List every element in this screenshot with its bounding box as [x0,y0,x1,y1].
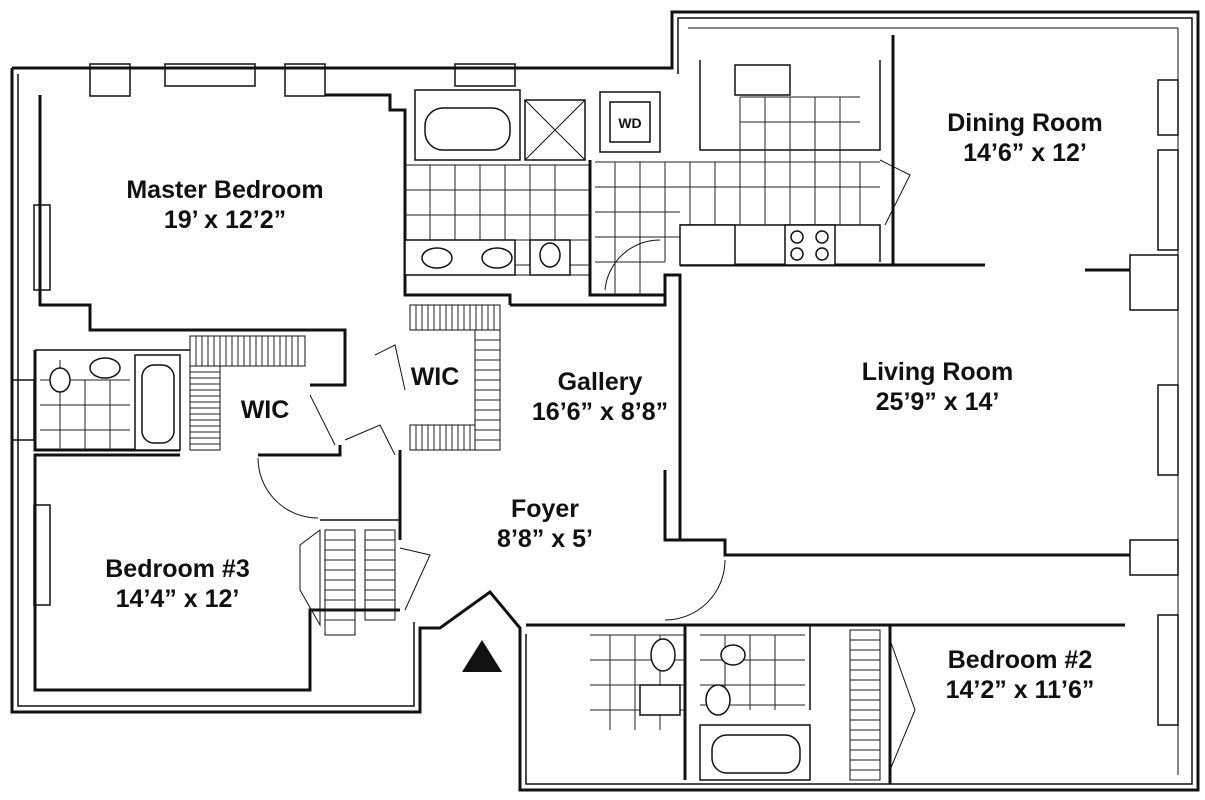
bedroom3-size: 14’4” x 12’ [115,585,240,613]
doors [257,159,916,771]
master-bedroom-label: Master Bedroom 19’ x 12’2” [100,175,350,235]
entrance-triangle-icon [462,640,502,672]
master-bedroom-name: Master Bedroom [126,176,324,204]
dining-room-label: Dining Room 14’6” x 12’ [920,108,1130,168]
bedroom3-label: Bedroom #3 14’4” x 12’ [75,554,280,614]
master-bedroom-size: 19’ x 12’2” [163,206,287,234]
bedroom2-name: Bedroom #2 [947,646,1093,674]
gallery-label: Gallery 16’6” x 8’8” [505,367,695,427]
closet-racks [189,304,881,781]
washer-dryer-label: WD [618,115,642,131]
foyer-name: Foyer [510,495,580,523]
living-room-name: Living Room [861,358,1014,386]
gallery-name: Gallery [557,368,643,396]
foyer-size: 8’8” x 5’ [497,525,593,553]
bedroom2-label: Bedroom #2 14’2” x 11’6” [920,645,1120,705]
wic-center-label: WIC [410,363,460,391]
bedroom2-size: 14’2” x 11’6” [945,676,1095,704]
dining-room-size: 14’6” x 12’ [963,139,1087,167]
fixtures [49,64,836,781]
wic-left-label: WIC [240,396,290,424]
bedroom3-name: Bedroom #3 [105,555,250,583]
foyer-label: Foyer 8’8” x 5’ [470,494,620,554]
gallery-size: 16’6” x 8’8” [531,398,669,426]
living-room-size: 25’9” x 14’ [875,388,1000,416]
living-room-label: Living Room 25’9” x 14’ [830,357,1045,417]
dining-room-name: Dining Room [947,109,1103,137]
